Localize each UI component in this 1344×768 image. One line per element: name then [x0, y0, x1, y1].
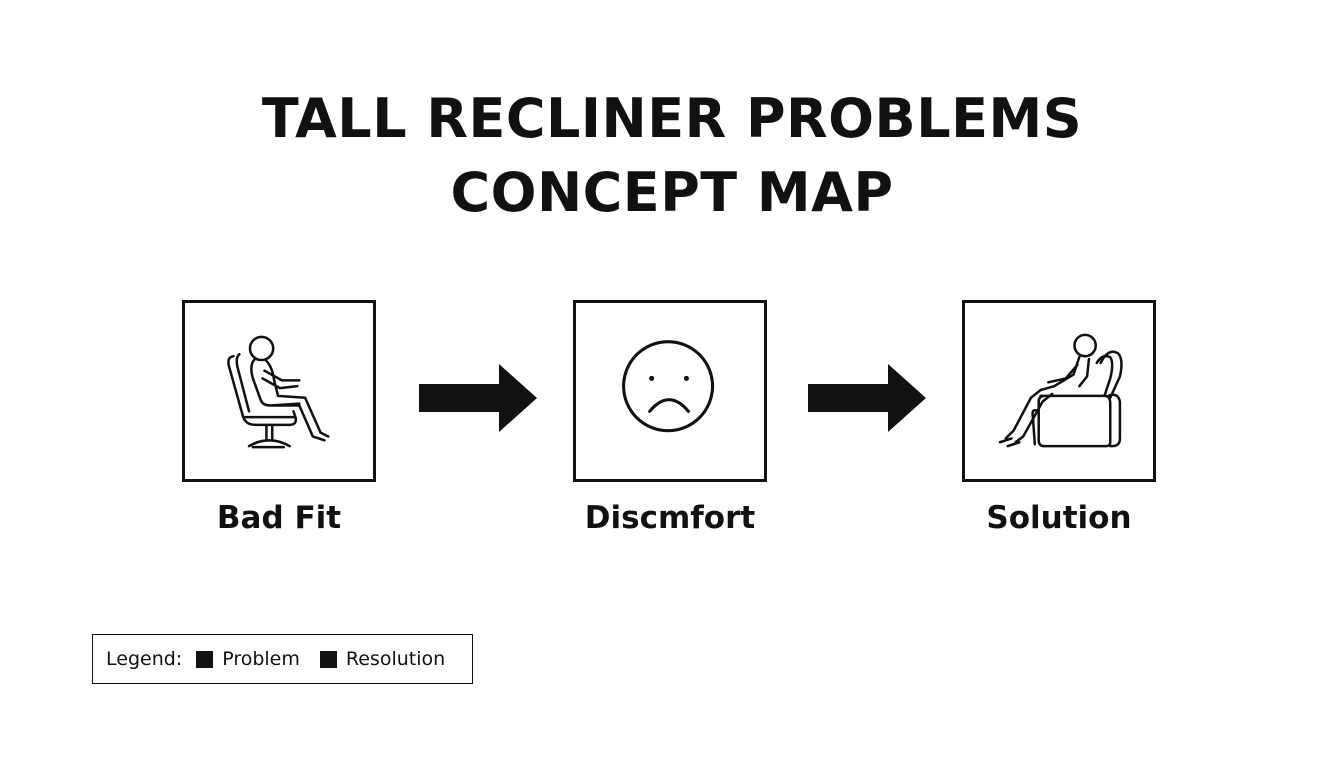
node-bad-fit: [182, 300, 376, 482]
right-arrow-icon: [419, 364, 537, 432]
sad-face-icon: [622, 340, 715, 433]
diagram-title: TALL RECLINER PROBLEMS CONCEPT MAP: [0, 82, 1344, 230]
person-in-office-chair-icon: [227, 335, 330, 449]
person-in-recliner-icon: [998, 333, 1123, 448]
node-label-bad-fit: Bad Fit: [216, 500, 342, 536]
legend-swatch-problem: [196, 650, 214, 668]
legend: Legend: Problem Resolution: [92, 634, 473, 684]
title-line-2: CONCEPT MAP: [450, 161, 894, 224]
node-solution: [962, 300, 1156, 482]
legend-item-problem: Problem: [196, 648, 300, 670]
title-line-1: TALL RECLINER PROBLEMS: [261, 87, 1083, 150]
right-arrow-icon: [808, 364, 926, 432]
node-label-discomfort: Discmfort: [584, 500, 756, 536]
legend-swatch-resolution: [319, 650, 337, 668]
node-discomfort: [573, 300, 767, 482]
node-label-solution: Solution: [986, 500, 1132, 536]
legend-title: Legend:: [106, 648, 183, 670]
legend-item-resolution: Resolution: [319, 648, 446, 670]
legend-label-resolution: Resolution: [345, 648, 446, 670]
legend-label-problem: Problem: [222, 648, 300, 670]
